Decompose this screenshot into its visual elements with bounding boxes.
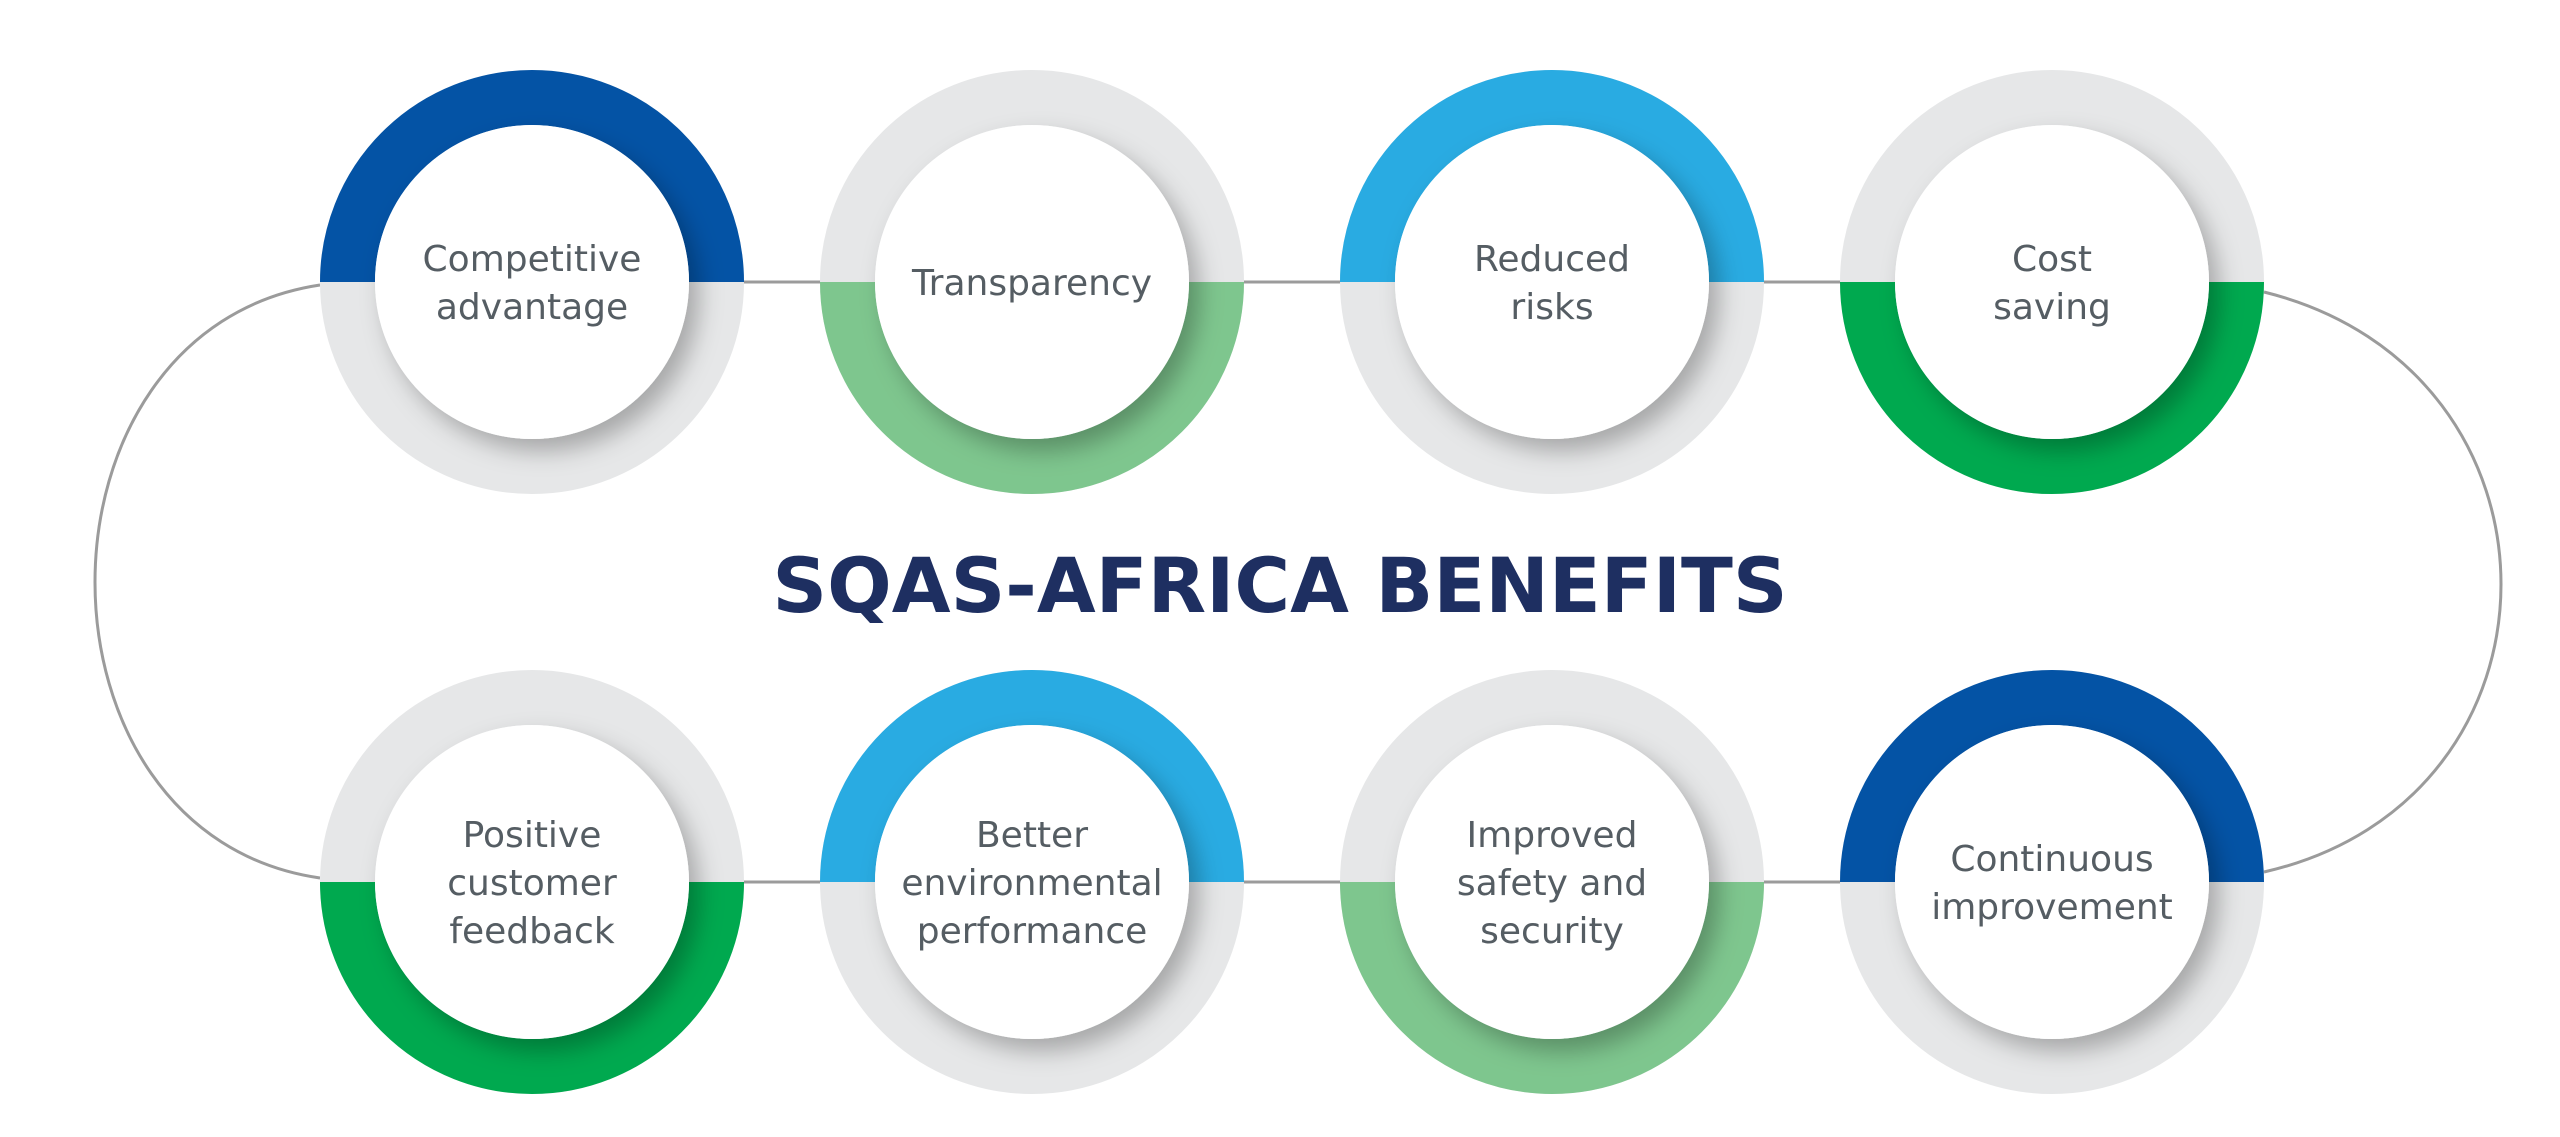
ring-accent-arc (1840, 670, 2264, 883)
inner-disc (875, 125, 1189, 439)
benefit-node: Better environmental performance (820, 670, 1244, 1094)
benefit-node: Reduced risks (1340, 70, 1764, 494)
benefit-label-line: Positive (463, 815, 602, 856)
benefit-label-line: feedback (449, 911, 615, 952)
ring-accent-arc (1340, 881, 1764, 1094)
benefit-label-line: Transparency (911, 263, 1152, 304)
diagram-title: SQAS-AFRICA BENEFITS (772, 541, 1787, 630)
benefit-node: Transparency (820, 70, 1244, 494)
benefit-node: Cost saving (1840, 70, 2264, 494)
benefit-node: Competitive advantage (320, 70, 744, 494)
benefit-label-line: environmental (901, 863, 1162, 904)
benefit-label-line: risks (1510, 287, 1593, 328)
inner-disc (1895, 125, 2209, 439)
ring-accent-arc (320, 70, 744, 283)
benefit-label: Cost saving (1993, 239, 2111, 328)
benefit-label-line: Competitive (423, 239, 642, 280)
right-loop-connector (2263, 290, 2503, 874)
benefit-label-line: Reduced (1474, 239, 1630, 280)
benefit-node: Positive customer feedback (320, 670, 744, 1094)
benefit-node: Continuous improvement (1840, 670, 2264, 1094)
ring-accent-arc (320, 881, 744, 1094)
benefit-label-line: Improved (1467, 815, 1638, 856)
benefit-label: Transparency (911, 263, 1152, 304)
benefit-label-line: Continuous (1950, 839, 2153, 880)
benefit-label-line: saving (1993, 287, 2111, 328)
connector-lines (93, 280, 2503, 884)
benefit-label-line: improvement (1931, 887, 2173, 928)
benefit-label-line: safety and (1457, 863, 1647, 904)
inner-disc (875, 725, 1189, 1039)
benefit-label: Better environmental performance (901, 815, 1162, 952)
inner-disc (375, 125, 689, 439)
benefit-label-line: customer (447, 863, 617, 904)
inner-disc (1395, 125, 1709, 439)
ring-accent-arc (820, 281, 1244, 494)
left-loop-connector (93, 283, 321, 880)
inner-disc (1895, 725, 2209, 1039)
benefit-label-line: Cost (2012, 239, 2092, 280)
inner-disc (375, 725, 689, 1039)
benefit-label: Improved safety and security (1457, 815, 1647, 952)
benefit-label-line: advantage (436, 287, 628, 328)
benefit-label-line: security (1480, 911, 1624, 952)
inner-disc (1395, 725, 1709, 1039)
benefit-label: Continuous improvement (1931, 839, 2173, 928)
benefit-nodes: Competitive advantage Transparency Reduced r… (320, 70, 2264, 1094)
benefit-node: Improved safety and security (1340, 670, 1764, 1094)
benefit-label: Positive customer feedback (447, 815, 617, 952)
benefit-label-line: performance (917, 911, 1148, 952)
ring-accent-arc (820, 670, 1244, 883)
benefit-label-line: Better (976, 815, 1088, 856)
benefit-label: Reduced risks (1474, 239, 1630, 328)
benefit-label: Competitive advantage (423, 239, 642, 328)
ring-accent-arc (1340, 70, 1764, 283)
ring-accent-arc (1840, 281, 2264, 494)
